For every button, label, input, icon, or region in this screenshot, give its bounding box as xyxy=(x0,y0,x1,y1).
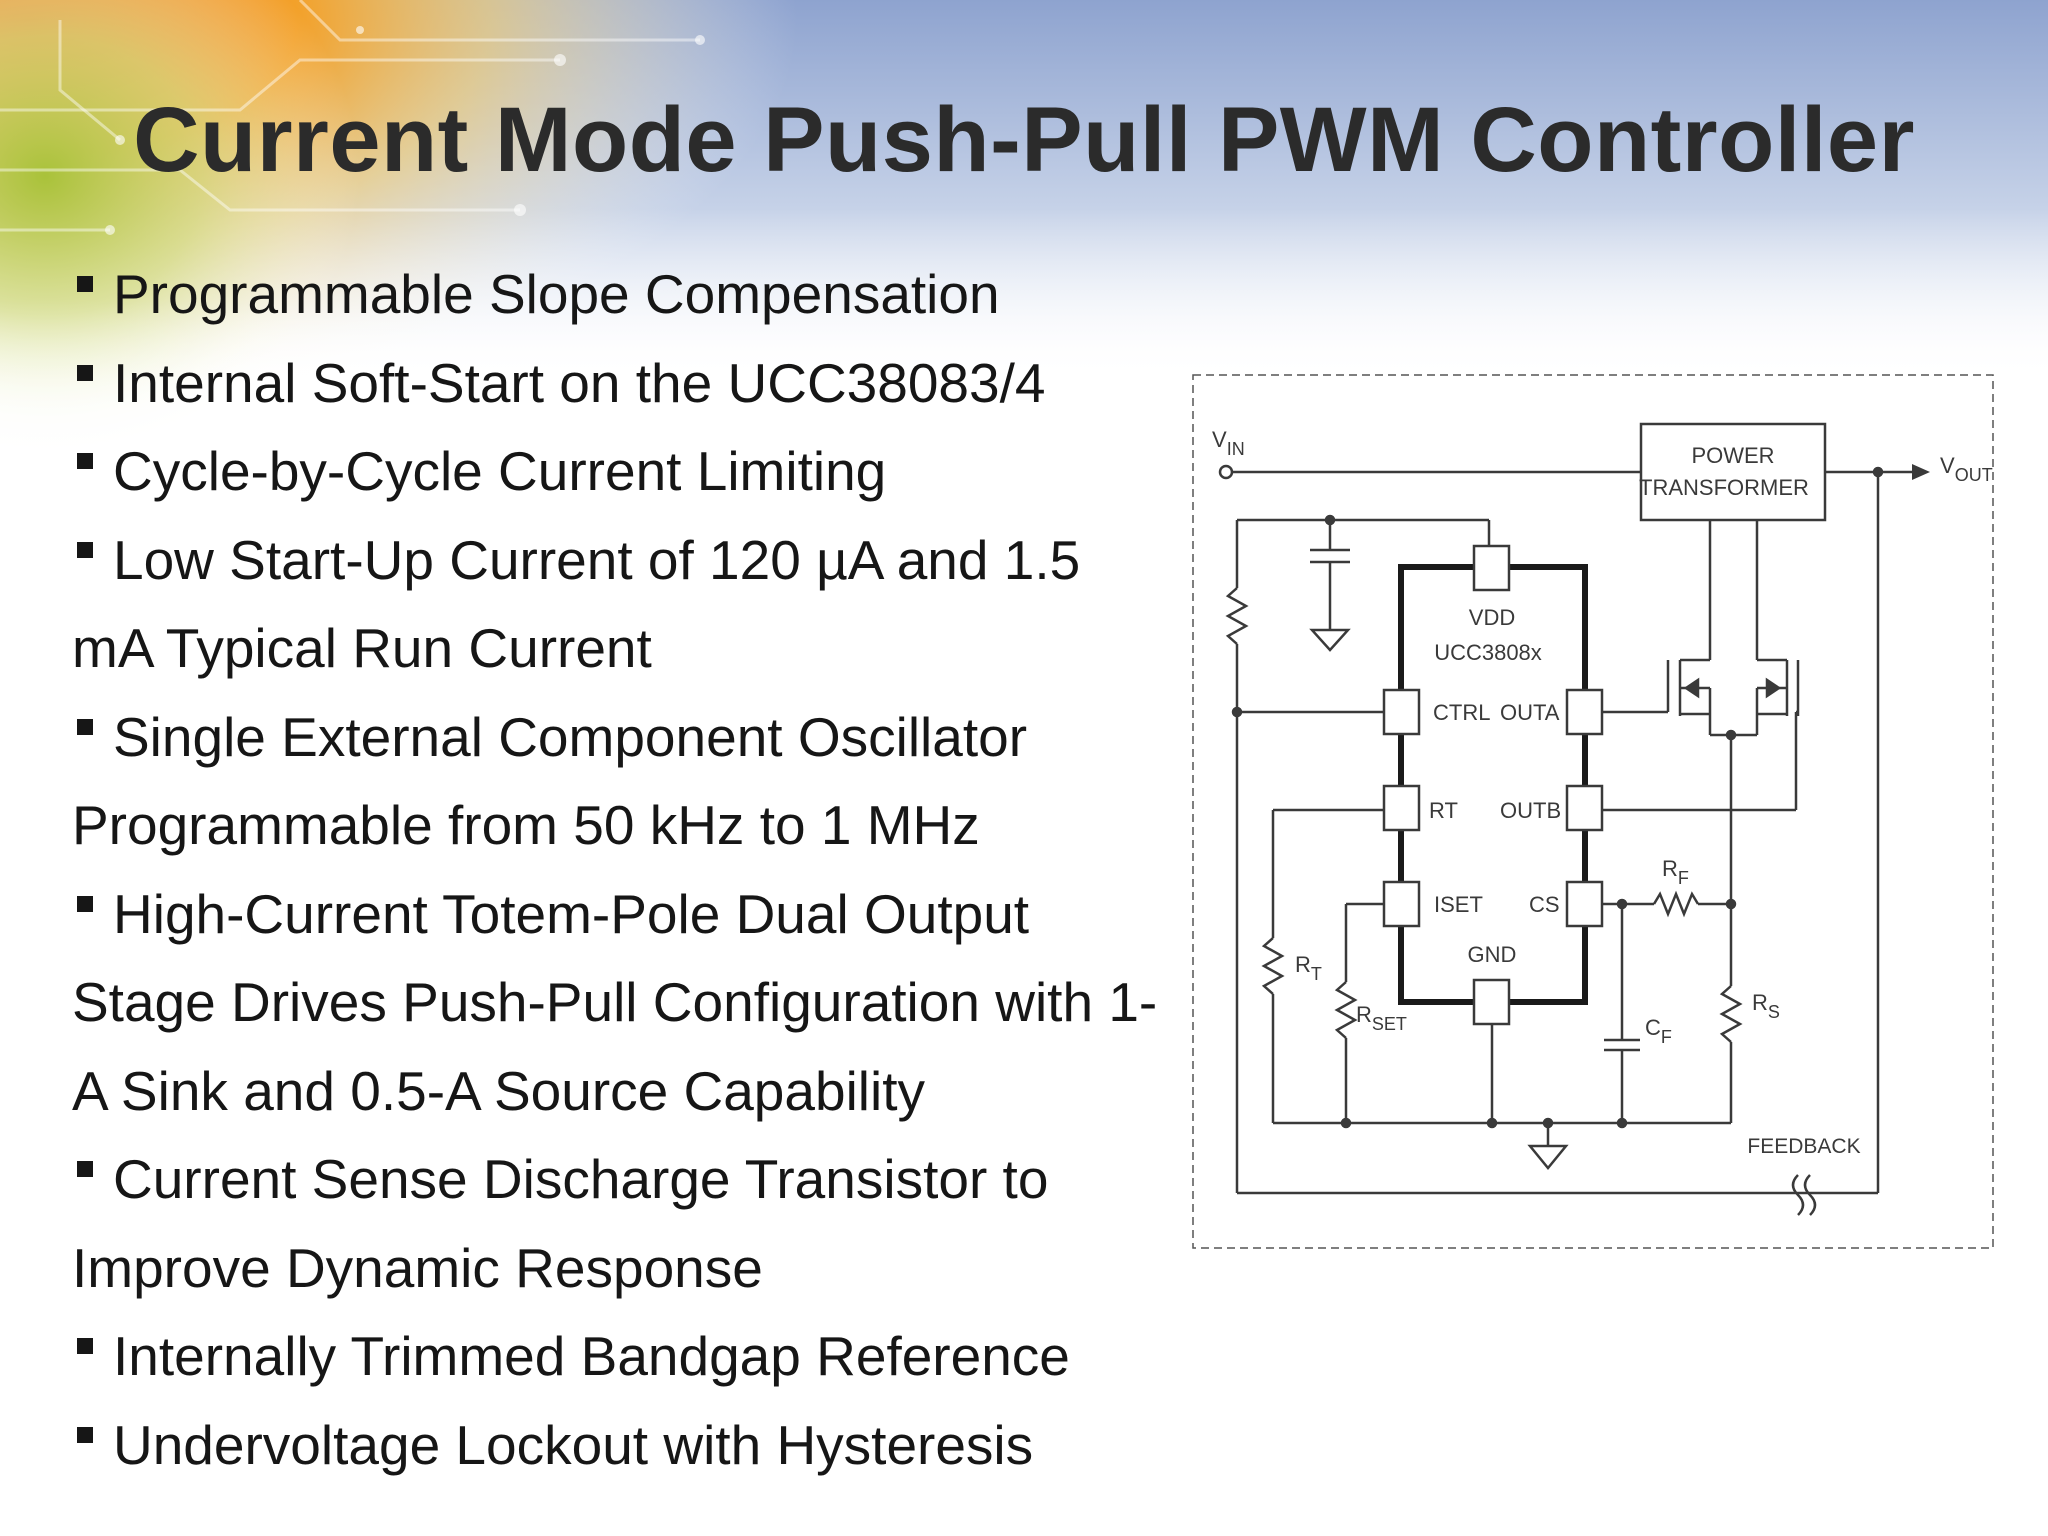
bullet-marker xyxy=(77,453,93,470)
rf-resistor xyxy=(1652,890,1700,918)
bullet-text: Low Start-Up Current of 120 µA and 1.5 m… xyxy=(72,528,1081,680)
bullet-item: High-Current Totem-Pole Dual Output Stag… xyxy=(72,870,1172,1136)
bullet-item: Undervoltage Lockout with Hysteresis xyxy=(72,1401,1172,1490)
pin-cs xyxy=(1565,880,1604,928)
chip-name: UCC3808x xyxy=(1434,640,1542,665)
bullet-item: Low Start-Up Current of 120 µA and 1.5 m… xyxy=(72,516,1172,693)
cf-label: CF xyxy=(1645,1015,1672,1047)
pin-label-vdd: VDD xyxy=(1469,605,1515,630)
bullet-item: Programmable Slope Compensation xyxy=(72,250,1172,339)
bullet-marker xyxy=(77,541,93,558)
ground-symbol xyxy=(1527,1144,1569,1170)
transformer-label-line2: TRANSFORMER xyxy=(1639,475,1809,500)
bullet-text: Single External Component Oscillator Pro… xyxy=(72,705,1028,857)
vin-terminal xyxy=(1218,464,1234,480)
power-transformer xyxy=(1639,422,1827,522)
bullet-marker xyxy=(77,364,93,381)
pin-label-cs: CS xyxy=(1529,892,1560,917)
schematic-diagram: VIN VOUT POWER TRANSFORMER VDD UCC3808x … xyxy=(1190,372,1998,1252)
mosfet-b xyxy=(1765,677,1782,699)
bullet-text: Cycle-by-Cycle Current Limiting xyxy=(113,440,887,502)
rs-label: RS xyxy=(1752,990,1780,1022)
bullet-marker xyxy=(77,895,93,912)
pin-label-iset: ISET xyxy=(1434,892,1483,917)
pin-gnd xyxy=(1472,978,1511,1026)
rt-resistor xyxy=(1261,937,1285,995)
pin-vdd xyxy=(1472,544,1511,592)
transformer-label-line1: POWER xyxy=(1691,443,1774,468)
bullet-text: Current Sense Discharge Transistor to Im… xyxy=(72,1148,1049,1299)
bullet-marker xyxy=(77,1426,93,1443)
rs-resistor xyxy=(1719,985,1743,1043)
bullet-marker xyxy=(77,1338,93,1355)
bullet-text: Internally Trimmed Bandgap Reference xyxy=(113,1325,1070,1387)
bullet-item: Internal Soft-Start on the UCC38083/4 xyxy=(72,339,1172,428)
pin-iset xyxy=(1382,880,1421,928)
controller-chip xyxy=(1398,564,1588,1005)
feature-list: Programmable Slope Compensation Internal… xyxy=(72,250,1172,1489)
vout-label: VOUT xyxy=(1940,453,1993,485)
pin-outa xyxy=(1565,688,1604,736)
pin-rt xyxy=(1382,784,1421,832)
bullet-text: Internal Soft-Start on the UCC38083/4 xyxy=(113,351,1046,414)
rf-label: RF xyxy=(1662,856,1689,888)
ground-symbol xyxy=(1309,628,1351,652)
vin-label: VIN xyxy=(1212,427,1245,459)
pin-label-outa: OUTA xyxy=(1500,700,1560,725)
bullet-item: Single External Component Oscillator Pro… xyxy=(72,693,1172,870)
bullet-item: Cycle-by-Cycle Current Limiting xyxy=(72,427,1172,516)
pin-outb xyxy=(1565,784,1604,832)
pin-label-outb: OUTB xyxy=(1500,798,1561,823)
pin-label-gnd: GND xyxy=(1468,942,1517,967)
bullet-item: Internally Trimmed Bandgap Reference xyxy=(72,1312,1172,1401)
vout-arrow xyxy=(1912,464,1930,480)
pin-label-ctrl: CTRL xyxy=(1433,700,1490,725)
bullet-text: High-Current Totem-Pole Dual Output Stag… xyxy=(72,882,1158,1122)
bullet-text: Undervoltage Lockout with Hysteresis xyxy=(113,1413,1034,1476)
rset-resistor xyxy=(1334,981,1358,1039)
bullet-marker xyxy=(77,718,93,735)
schematic-border xyxy=(1192,374,1994,1249)
feedback-label: FEEDBACK xyxy=(1747,1135,1860,1158)
slide-title: Current Mode Push-Pull PWM Controller xyxy=(133,89,1915,191)
mosfet-a xyxy=(1683,677,1700,699)
bullet-text: Programmable Slope Compensation xyxy=(113,263,1000,325)
rset-label: RSET xyxy=(1356,1002,1407,1034)
bullet-item: Current Sense Discharge Transistor to Im… xyxy=(72,1135,1172,1312)
startup-resistor xyxy=(1225,587,1249,645)
pin-ctrl xyxy=(1382,688,1421,736)
rt-resistor-label: RT xyxy=(1295,952,1322,984)
bullet-marker xyxy=(77,276,93,293)
bullet-marker xyxy=(77,1161,93,1178)
pin-label-rt: RT xyxy=(1429,798,1458,823)
schematic-svg: VIN VOUT POWER TRANSFORMER VDD UCC3808x … xyxy=(1190,372,1998,1252)
